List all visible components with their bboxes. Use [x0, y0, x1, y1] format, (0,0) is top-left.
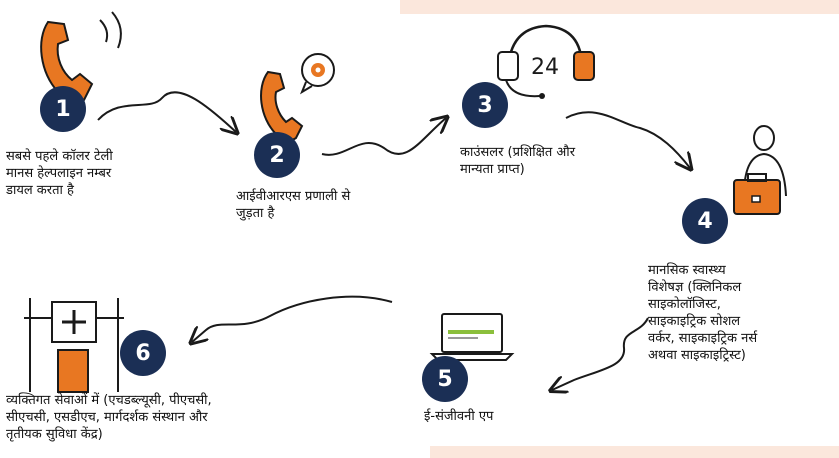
- headset-24-text: 24: [531, 55, 559, 80]
- step-2-label: आईवीआरएस प्रणाली से जुड़ता है: [236, 189, 351, 221]
- step-1-badge: 1: [40, 86, 86, 132]
- step-1-label: सबसे पहले कॉलर टेली मानस हेल्पलाइन नम्बर…: [6, 149, 113, 198]
- arrow-1-to-2: [97, 91, 236, 132]
- telephone-gear-icon: [260, 53, 335, 142]
- step-6-badge: 6: [120, 330, 166, 376]
- arrow-2-to-3: [321, 118, 446, 156]
- decorative-band-bottom: [430, 446, 839, 458]
- step-3-badge: 3: [462, 82, 508, 128]
- step-2-badge: 2: [254, 132, 300, 178]
- step-5-badge: 5: [422, 356, 468, 402]
- hospital-building-icon: [24, 298, 124, 393]
- step-5-label: ई-संजीवनी एप: [424, 409, 494, 424]
- arrow-3-to-4: [565, 111, 690, 168]
- headset-24-icon: 24: [497, 24, 595, 99]
- specialist-briefcase-icon: [733, 125, 787, 215]
- laptop-icon: [429, 313, 515, 361]
- step-6-label: व्यक्तिगत सेवाओं में (एचडब्ल्यूसी, पीएचस…: [6, 393, 212, 442]
- arrow-5-to-6: [192, 295, 393, 342]
- step-3-label: काउंसलर (प्रशिक्षित और मान्यता प्राप्त): [460, 145, 576, 177]
- decorative-band-top: [400, 0, 839, 14]
- step-4-badge: 4: [682, 198, 728, 244]
- step-4-label: मानसिक स्वास्थ्य विशेषज्ञ (क्लिनिकल साइक…: [648, 263, 758, 363]
- arrow-4-to-5: [552, 317, 649, 390]
